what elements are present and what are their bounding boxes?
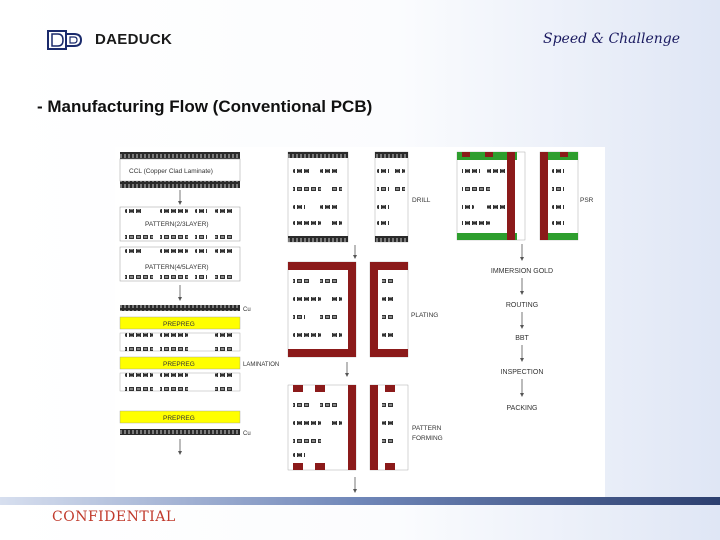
step-packing: PACKING (507, 405, 538, 412)
step-routing: ROUTING (506, 302, 538, 309)
confidential-label: CONFIDENTIAL (52, 509, 176, 525)
prepreg-label: PREPREG (163, 415, 195, 422)
footer-divider (0, 497, 720, 505)
prepreg-label: PREPREG (163, 361, 195, 368)
slogan: Speed & Challenge (543, 31, 681, 47)
pattern-forming-label: PATTERN (412, 425, 442, 432)
slide-title: - Manufacturing Flow (Conventional PCB) (37, 97, 373, 116)
manufacturing-flow-diagram: CCL (Copper Clad Laminate) PATTERN(2/3LA… (115, 147, 605, 497)
finishing-steps: IMMERSION GOLD ROUTING BBT INSPECTION PA… (491, 268, 553, 412)
lamination-label: LAMINATION (243, 362, 279, 368)
plating-block: PLATING (287, 261, 438, 358)
drill-block: DRILL (287, 151, 431, 243)
header: DAEDUCK Speed & Challenge (0, 0, 720, 60)
pattern-forming-block: PATTERN FORMING (287, 384, 443, 471)
daeduck-logo-icon (47, 30, 83, 50)
pattern-45-label: PATTERN(4/5LAYER) (145, 264, 209, 271)
ccl-label: CCL (Copper Clad Laminate) (129, 168, 213, 175)
step-inspection: INSPECTION (501, 369, 544, 376)
pattern-23-block: PATTERN(2/3LAYER) (119, 206, 241, 242)
flow-svg: CCL (Copper Clad Laminate) PATTERN(2/3LA… (119, 151, 594, 493)
company-name: DAEDUCK (95, 31, 173, 48)
pattern-45-block: PATTERN(4/5LAYER) (119, 246, 241, 282)
cu-bottom-label: Cu (243, 431, 251, 437)
prepreg-label: PREPREG (163, 321, 195, 328)
lamination-stack: Cu PREPREG PREPREG LAMINATION PREPREG Cu (119, 305, 279, 437)
cu-top-label: Cu (243, 307, 251, 313)
step-immersion-gold: IMMERSION GOLD (491, 268, 553, 275)
plating-label: PLATING (411, 312, 438, 319)
ccl-block: CCL (Copper Clad Laminate) (119, 152, 241, 188)
drill-label: DRILL (412, 197, 431, 204)
pattern-forming-label: FORMING (412, 435, 443, 442)
pattern-23-label: PATTERN(2/3LAYER) (145, 221, 209, 228)
psr-label: PSR (580, 197, 594, 204)
step-bbt: BBT (515, 335, 529, 342)
psr-block: PSR (456, 151, 594, 241)
